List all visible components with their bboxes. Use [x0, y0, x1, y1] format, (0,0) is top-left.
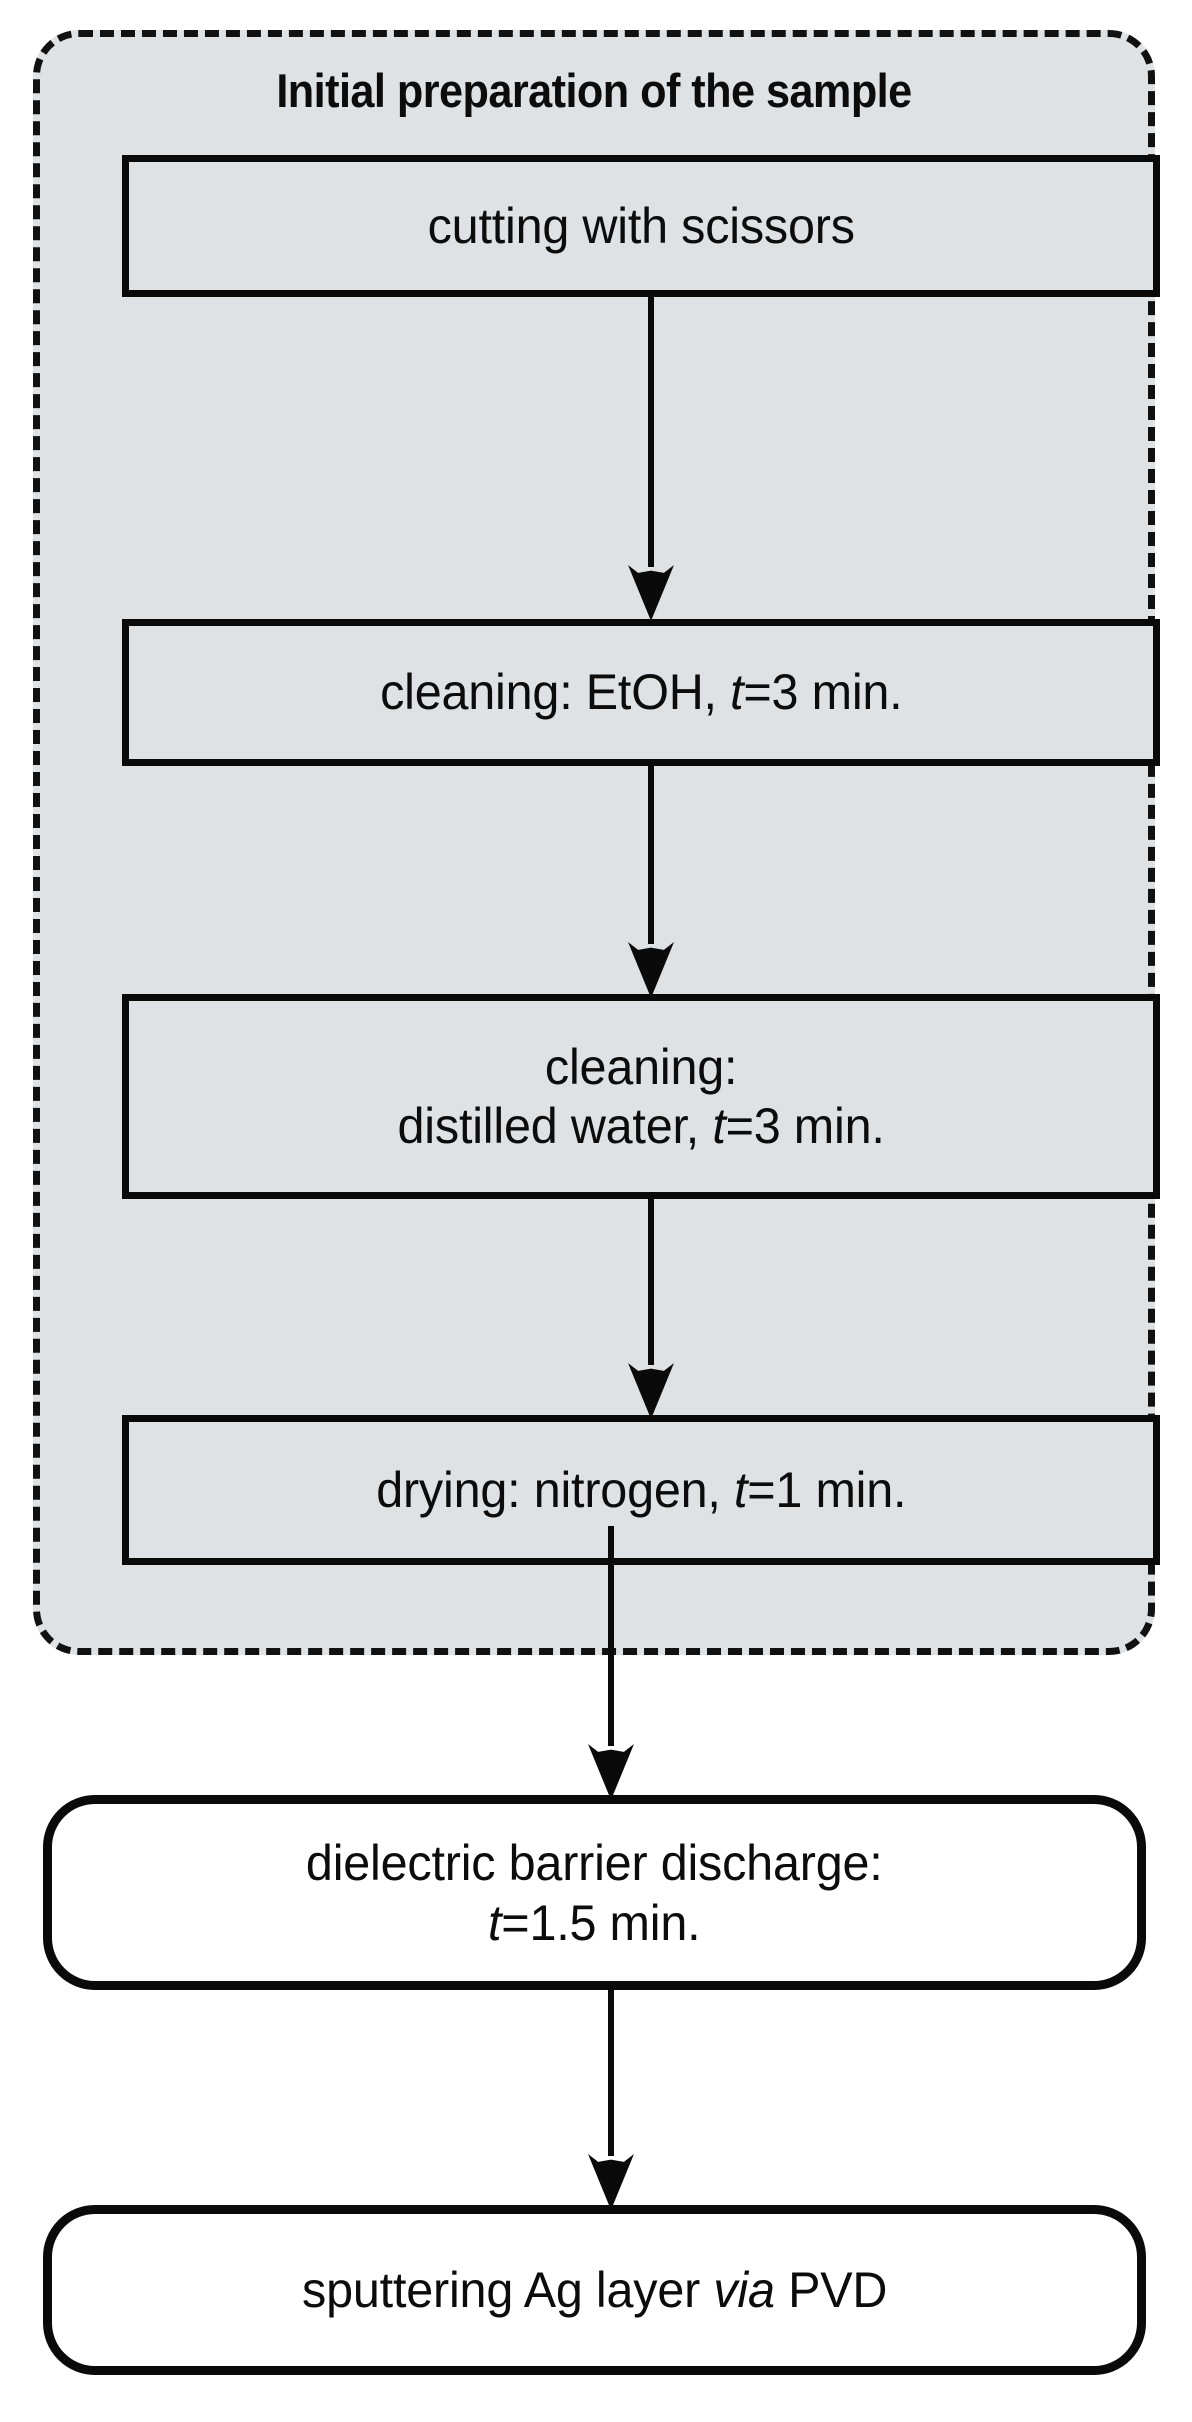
arrow-shaft [608, 1988, 614, 2156]
arrow-drying-to-dbd [588, 1526, 634, 1800]
arrow-dbd-to-sputtering [588, 1988, 634, 2210]
step-label-drying: drying: nitrogen, t=1 min. [375, 1461, 907, 1518]
step-box-cutting: cutting with scissors [122, 155, 1160, 297]
arrow-shaft [608, 1526, 614, 1746]
step-box-drying: drying: nitrogen, t=1 min. [122, 1415, 1160, 1565]
arrow-shaft [648, 1197, 654, 1365]
step-box-dielectric-barrier-discharge: dielectric barrier discharge: t=1.5 min. [43, 1795, 1146, 1990]
arrow-shaft [648, 764, 654, 944]
arrow-head-icon [588, 2154, 634, 2210]
group-initial-preparation: Initial preparation of the sample cuttin… [33, 30, 1160, 1655]
step-box-cleaning-etoh: cleaning: EtOH, t=3 min. [122, 619, 1160, 766]
arrow-cutting-to-cleaning-etoh [628, 295, 674, 621]
step-box-sputtering: sputtering Ag layer via PVD [43, 2205, 1146, 2375]
arrow-head-icon [628, 942, 674, 998]
step-label-cutting: cutting with scissors [427, 197, 855, 254]
arrow-cleaning-etoh-to-cleaning-water [628, 764, 674, 998]
step-label-dielectric-barrier-discharge: dielectric barrier discharge: t=1.5 min. [306, 1834, 883, 1951]
step-label-sputtering: sputtering Ag layer via PVD [301, 2262, 888, 2318]
arrow-shaft [648, 295, 654, 567]
group-title: Initial preparation of the sample [276, 64, 912, 117]
step-label-cleaning-etoh: cleaning: EtOH, t=3 min. [379, 664, 903, 720]
arrow-head-icon [588, 1744, 634, 1800]
step-label-cleaning-water: cleaning: distilled water, t=3 min. [397, 1038, 885, 1154]
arrow-head-icon [628, 1363, 674, 1419]
arrow-cleaning-water-to-drying [628, 1197, 674, 1419]
arrow-head-icon [628, 565, 674, 621]
step-box-cleaning-water: cleaning: distilled water, t=3 min. [122, 994, 1160, 1199]
